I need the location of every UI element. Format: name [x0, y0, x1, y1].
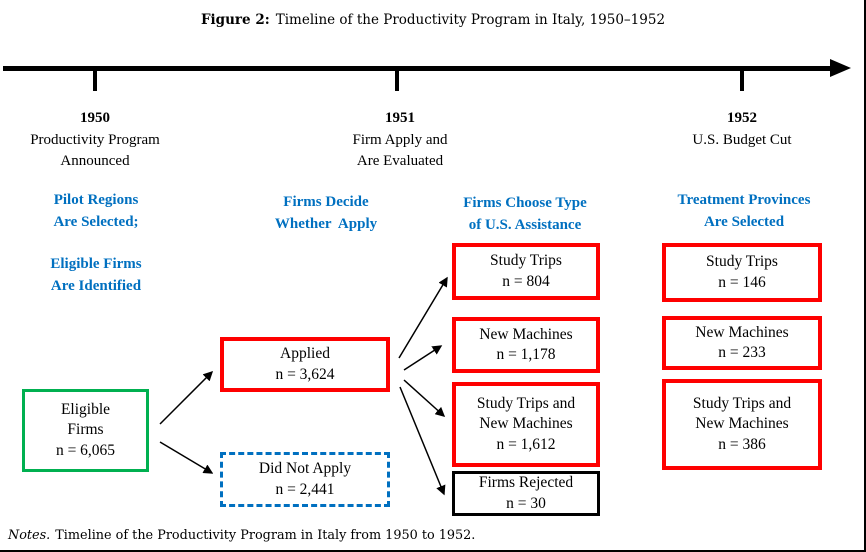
box-line: Eligible [60, 400, 111, 418]
stage-header-line: Firms Choose Type [463, 195, 587, 211]
box-applied: Applied n = 3,624 [220, 337, 390, 392]
box-study-trips-new-machines-1951: Study Trips and New Machines n = 1,612 [452, 382, 600, 467]
box-line: Study Trips [706, 253, 778, 270]
milestone-year: 1951 [385, 110, 415, 126]
milestone-line: Firm Apply and [352, 131, 448, 148]
box-line: New Machines [479, 415, 573, 433]
box-line: n = 386 [718, 435, 766, 453]
stage-header-line: Are Identified [50, 277, 142, 294]
timeline-tick-1951 [395, 66, 399, 91]
timeline-tick-1952 [740, 66, 744, 91]
box-line: n = 30 [506, 494, 546, 512]
milestone-year: 1950 [80, 110, 110, 126]
box-line: Applied [280, 345, 330, 362]
box-line: Study Trips and [692, 394, 792, 412]
stage-header-line: Are Selected [703, 213, 785, 230]
stage-header-line: Pilot Regions [53, 192, 139, 208]
stage-header-line: Treatment Provinces [677, 192, 811, 208]
box-line: New Machines [479, 325, 573, 343]
notes-text: Timeline of the Productivity Program in … [55, 528, 476, 543]
timeline-tick-1950 [93, 66, 97, 91]
box-line: n = 3,624 [275, 365, 335, 383]
box-study-trips-1951: Study Trips n = 804 [452, 243, 600, 300]
box-line: n = 1,612 [496, 435, 556, 453]
stage-header-line: Eligible Firms [50, 256, 142, 272]
box-line: Study Trips [490, 252, 562, 269]
arrow-eligible-to-did-not-apply [159, 441, 214, 474]
milestone-line: U.S. Budget Cut [692, 131, 792, 148]
milestone-year: 1952 [727, 110, 757, 126]
milestone-line: Announced [60, 153, 130, 169]
box-line: n = 233 [718, 344, 766, 361]
milestone-1952: 1952 U.S. Budget Cut [642, 108, 842, 151]
timeline-axis [3, 66, 832, 71]
stage-header-line: Are Selected; [53, 213, 139, 230]
stage-header-line: of U.S. Assistance [468, 216, 582, 233]
box-line: Did Not Apply [258, 460, 352, 477]
timeline-arrowhead-icon [830, 59, 851, 77]
box-firms-rejected: Firms Rejected n = 30 [452, 471, 600, 516]
box-study-trips-1952: Study Trips n = 146 [662, 243, 822, 302]
figure-notes: Notes. Timeline of the Productivity Progr… [8, 528, 475, 543]
box-line: Study Trips and [476, 394, 576, 412]
arrow-applied-to-new-machines [403, 345, 443, 371]
page-edge-right [864, 0, 866, 552]
figure-number-label: Figure 2: [200, 12, 270, 28]
arrow-eligible-to-applied [159, 370, 214, 425]
box-line: n = 146 [718, 273, 766, 291]
box-line: n = 1,178 [496, 346, 556, 363]
box-eligible-firms: Eligible Firms n = 6,065 [22, 389, 149, 472]
arrow-applied-to-study-trips-new-machines [403, 379, 446, 417]
figure-title-text: Timeline of the Productivity Program in … [275, 12, 666, 28]
milestone-1950: 1950 Productivity Program Announced [0, 108, 195, 173]
box-new-machines-1951: New Machines n = 1,178 [452, 317, 600, 373]
box-did-not-apply: Did Not Apply n = 2,441 [220, 452, 390, 507]
stage-header-line: Whether Apply [274, 215, 378, 232]
stage-header-treatment-provinces: Treatment Provinces Are Selected [648, 190, 840, 233]
milestone-1951: 1951 Firm Apply and Are Evaluated [300, 108, 500, 173]
stage-header-line: Firms Decide [283, 194, 369, 210]
stage-header-firms-choose: Firms Choose Type of U.S. Assistance [432, 193, 618, 236]
box-line: n = 6,065 [55, 441, 116, 459]
arrow-applied-to-firms-rejected [399, 386, 446, 496]
box-line: New Machines [695, 415, 789, 433]
milestone-line: Productivity Program [30, 131, 160, 148]
box-line: Firms Rejected [478, 474, 574, 491]
arrow-applied-to-study-trips [398, 276, 448, 359]
stage-header-eligible-firms: Eligible Firms Are Identified [10, 254, 182, 297]
stage-header-pilot-regions: Pilot Regions Are Selected; [10, 190, 182, 233]
box-line: n = 2,441 [275, 480, 335, 498]
box-study-trips-new-machines-1952: Study Trips and New Machines n = 386 [662, 379, 822, 470]
box-line: Firms [67, 421, 104, 439]
stage-header-firms-decide: Firms Decide Whether Apply [238, 192, 414, 235]
figure-title: Figure 2: Timeline of the Productivity Pr… [0, 12, 866, 28]
milestone-line: Are Evaluated [356, 153, 444, 169]
box-line: n = 804 [502, 272, 550, 290]
notes-label: Notes. [8, 528, 51, 543]
page-edge-bottom [0, 550, 866, 552]
box-line: New Machines [695, 323, 789, 341]
box-new-machines-1952: New Machines n = 233 [662, 316, 822, 370]
